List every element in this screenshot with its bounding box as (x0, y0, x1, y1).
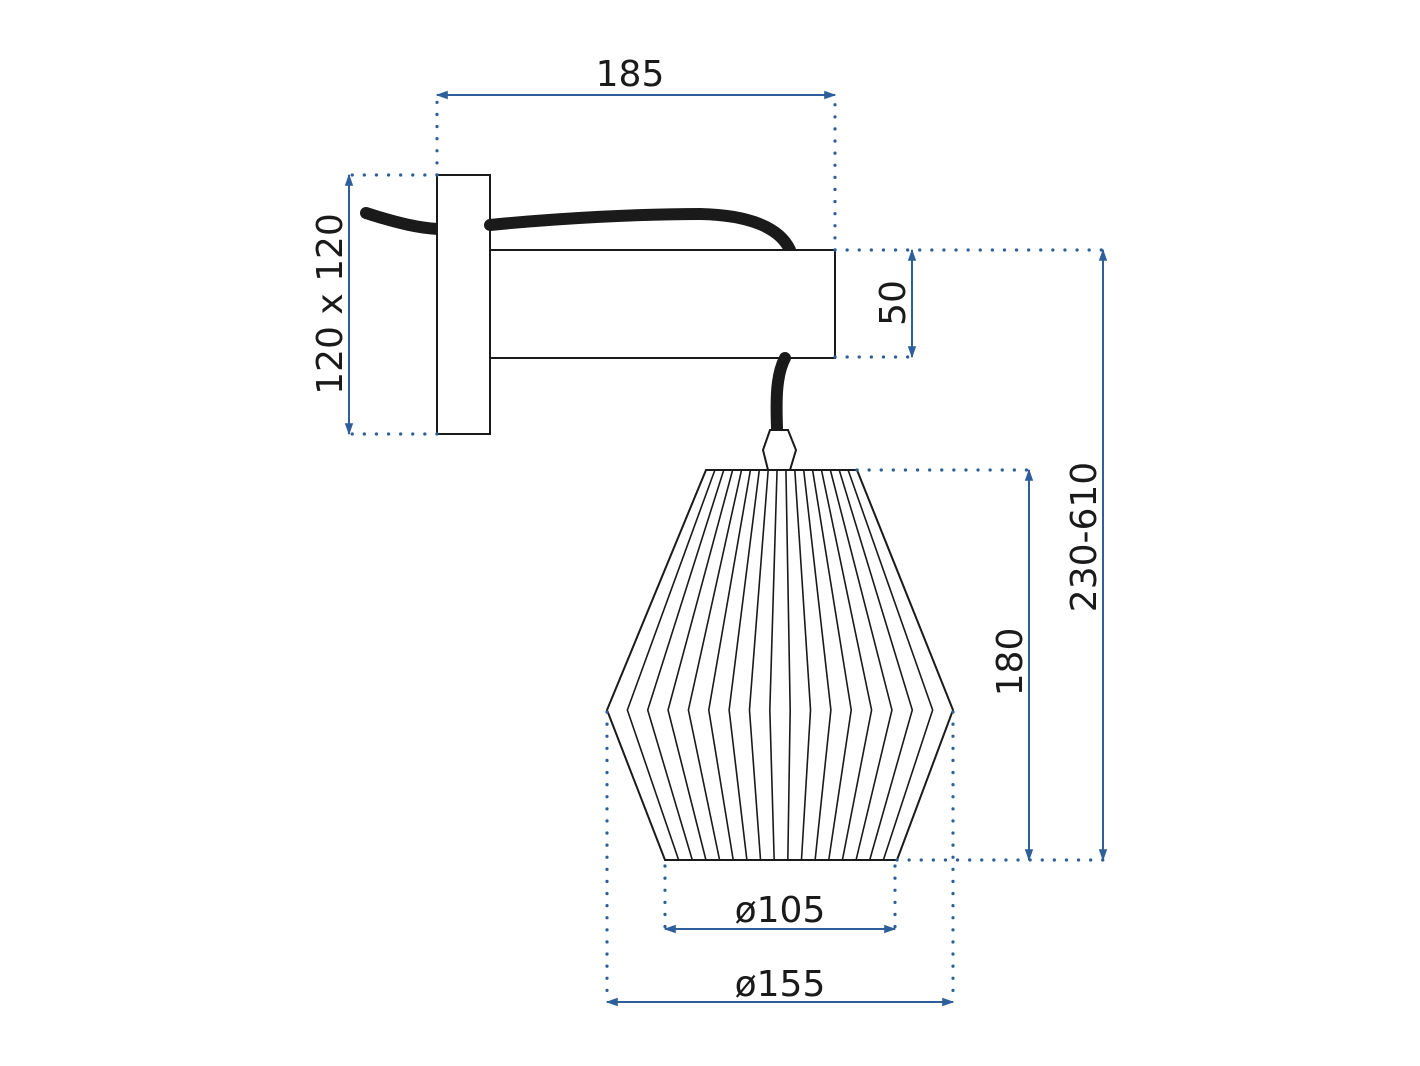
lampshade-pleat (646, 469, 725, 861)
lampshade-pleat (802, 469, 832, 861)
lampshade-pleat (820, 469, 873, 861)
lampshade-pleat (785, 469, 791, 861)
hanging-cable (770, 352, 791, 434)
lampshade-pleat (687, 469, 743, 861)
lampshade-pleat (707, 469, 752, 861)
lampshade-pleat (811, 469, 853, 861)
plate-size-label: 120 x 120 (310, 213, 351, 395)
extension-lines (348, 93, 1107, 1004)
lampshade-pleat (626, 469, 716, 861)
total-height-label: 230-610 (1064, 462, 1105, 612)
wall-plate (436, 174, 491, 435)
arm (489, 249, 836, 359)
power-cable-left (360, 207, 444, 235)
lampshade-pleat (829, 469, 893, 861)
dimension-labels: 185 120 x 120 50 230-610 180 ø105 ø155 (310, 54, 1105, 1005)
power-cable-top (484, 207, 796, 256)
bottom-diameter-label: ø105 (735, 890, 826, 931)
shade-height-label: 180 (990, 628, 1031, 697)
lampshade-pleat (748, 469, 769, 861)
max-diameter-label: ø155 (735, 964, 826, 1005)
lampshade-pleat (769, 469, 778, 861)
dimension-lines (344, 90, 1108, 1007)
lampshade-pleat (794, 469, 812, 861)
lamp-figure (360, 174, 955, 861)
socket (761, 429, 798, 471)
lampshade-pleat (838, 469, 914, 861)
lampshade-pleat (667, 469, 734, 861)
arm-length-label: 185 (596, 54, 665, 95)
arm-height-label: 50 (873, 280, 914, 326)
lampshade-pleat (728, 469, 761, 861)
lampshade (605, 469, 955, 861)
lampshade-pleat (847, 469, 934, 861)
